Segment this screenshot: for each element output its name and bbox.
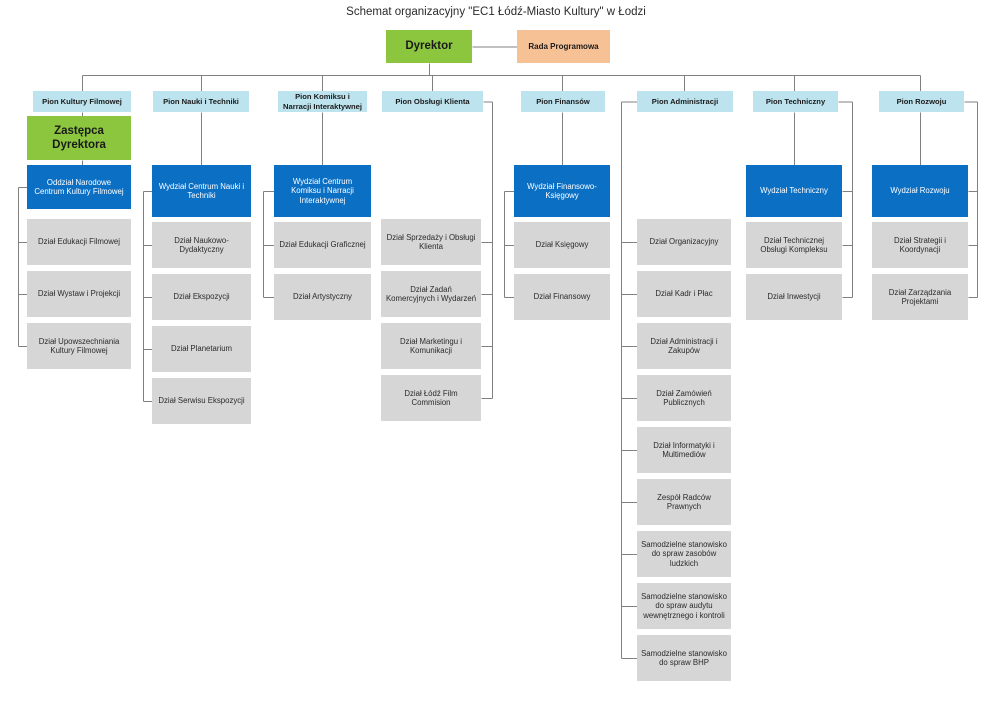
- node-dzial-administracji-3-label: Dział Zamówień Publicznych: [656, 388, 712, 408]
- node-dzial-rozwoju-0-label: Dział Strategii i Koordynacji: [894, 235, 946, 255]
- node-pion-techniczny[interactable]: Pion Techniczny: [753, 91, 838, 112]
- node-dzial-obslugi-klienta-1-label: Dział Zadań Komercyjnych i Wydarzeń: [385, 284, 477, 304]
- node-dzial-kultury-filmowej-0[interactable]: Dział Edukacji Filmowej: [27, 219, 131, 265]
- node-dzial-nauki-i-techniki-2[interactable]: Dział Planetarium: [152, 326, 251, 372]
- node-dzial-kultury-filmowej-1[interactable]: Dział Wystaw i Projekcji: [27, 271, 131, 317]
- node-pion-kultury-filmowej-label: Pion Kultury Filmowej: [42, 96, 122, 106]
- node-dzial-administracji-2[interactable]: Dział Administracji i Zakupów: [637, 323, 731, 369]
- node-dzial-komiksu-i-narracji-1-label: Dział Artystyczny: [293, 292, 352, 302]
- node-dzial-administracji-2-label: Dział Administracji i Zakupów: [650, 336, 718, 356]
- node-wydzial-finansow[interactable]: Wydział Finansowo-Księgowy: [514, 165, 610, 217]
- node-pion-administracji[interactable]: Pion Administracji: [637, 91, 733, 112]
- node-rada-programowa-label: Rada Programowa: [528, 41, 599, 51]
- node-dzial-obslugi-klienta-3-label: Dział Łódź Film Commision: [404, 388, 458, 408]
- node-dzial-administracji-4-label: Dział Informatyki i Multimediów: [653, 440, 715, 460]
- node-dzial-administracji-4[interactable]: Dział Informatyki i Multimediów: [637, 427, 731, 473]
- node-dzial-administracji-7[interactable]: Samodzielne stanowisko do spraw audytu w…: [637, 583, 731, 629]
- node-dzial-administracji-1-label: Dział Kadr i Płac: [655, 289, 713, 299]
- node-dzial-nauki-i-techniki-0[interactable]: Dział Naukowo-Dydaktyczny: [152, 222, 251, 268]
- node-dzial-finansow-1[interactable]: Dział Finansowy: [514, 274, 610, 320]
- node-wydzial-finansow-label: Wydział Finansowo-Księgowy: [527, 181, 597, 201]
- node-dzial-administracji-0-label: Dział Organizacyjny: [649, 237, 719, 247]
- node-pion-nauki-i-techniki[interactable]: Pion Nauki i Techniki: [153, 91, 249, 112]
- node-dzial-kultury-filmowej-2-label: Dział Upowszechniania Kultury Filmowej: [38, 336, 120, 356]
- node-pion-komiksu-i-narracji-label: Pion Komiksu i Narracji Interaktywnej: [283, 92, 362, 111]
- node-dzial-obslugi-klienta-1[interactable]: Dział Zadań Komercyjnych i Wydarzeń: [381, 271, 481, 317]
- node-wydzial-nauki-i-techniki-label: Wydział Centrum Nauki i Techniki: [158, 181, 245, 201]
- node-pion-techniczny-label: Pion Techniczny: [765, 96, 826, 106]
- node-wydzial-komiksu-i-narracji[interactable]: Wydział Centrum Komiksu i Narracji Inter…: [274, 165, 371, 217]
- node-pion-kultury-filmowej[interactable]: Pion Kultury Filmowej: [33, 91, 131, 112]
- node-wydzial-nauki-i-techniki[interactable]: Wydział Centrum Nauki i Techniki: [152, 165, 251, 217]
- node-wydzial-komiksu-i-narracji-label: Wydział Centrum Komiksu i Narracji Inter…: [291, 176, 354, 205]
- node-pion-finansow-label: Pion Finansów: [536, 96, 590, 106]
- node-dzial-kultury-filmowej-2[interactable]: Dział Upowszechniania Kultury Filmowej: [27, 323, 131, 369]
- node-zastepca-dyrektora-label: Zastępca Dyrektora: [52, 124, 106, 151]
- node-dzial-nauki-i-techniki-1[interactable]: Dział Ekspozycji: [152, 274, 251, 320]
- node-dzial-finansow-1-label: Dział Finansowy: [533, 292, 591, 302]
- node-wydzial-rozwoju[interactable]: Wydział Rozwoju: [872, 165, 968, 217]
- node-dzial-administracji-7-label: Samodzielne stanowisko do spraw audytu w…: [641, 591, 727, 620]
- node-dyrektor[interactable]: Dyrektor: [386, 30, 472, 63]
- node-dzial-techniczny-0[interactable]: Dział Technicznej Obsługi Kompleksu: [746, 222, 842, 268]
- node-dzial-rozwoju-1[interactable]: Dział Zarządzania Projektami: [872, 274, 968, 320]
- node-pion-finansow[interactable]: Pion Finansów: [521, 91, 605, 112]
- node-dzial-obslugi-klienta-3[interactable]: Dział Łódź Film Commision: [381, 375, 481, 421]
- node-dzial-finansow-0[interactable]: Dział Księgowy: [514, 222, 610, 268]
- node-dzial-komiksu-i-narracji-0-label: Dział Edukacji Graficznej: [279, 240, 366, 250]
- node-dyrektor-label: Dyrektor: [405, 40, 453, 53]
- node-dzial-techniczny-1[interactable]: Dział Inwestycji: [746, 274, 842, 320]
- node-wydzial-kultury-filmowej[interactable]: Oddział Narodowe Centrum Kultury Filmowe…: [27, 165, 131, 209]
- node-dzial-rozwoju-0[interactable]: Dział Strategii i Koordynacji: [872, 222, 968, 268]
- node-rada-programowa[interactable]: Rada Programowa: [517, 30, 610, 63]
- node-wydzial-techniczny[interactable]: Wydział Techniczny: [746, 165, 842, 217]
- node-dzial-obslugi-klienta-2[interactable]: Dział Marketingu i Komunikacji: [381, 323, 481, 369]
- node-pion-administracji-label: Pion Administracji: [651, 96, 719, 106]
- node-pion-komiksu-i-narracji[interactable]: Pion Komiksu i Narracji Interaktywnej: [278, 91, 367, 112]
- node-wydzial-techniczny-label: Wydział Techniczny: [760, 186, 828, 196]
- node-dzial-administracji-6[interactable]: Samodzielne stanowisko do spraw zasobów …: [637, 531, 731, 577]
- node-dzial-administracji-1[interactable]: Dział Kadr i Płac: [637, 271, 731, 317]
- node-dzial-administracji-5-label: Zespół Radców Prawnych: [657, 492, 711, 512]
- node-dzial-kultury-filmowej-1-label: Dział Wystaw i Projekcji: [37, 289, 121, 299]
- node-dzial-administracji-5[interactable]: Zespół Radców Prawnych: [637, 479, 731, 525]
- node-dzial-nauki-i-techniki-0-label: Dział Naukowo-Dydaktyczny: [174, 235, 229, 255]
- node-dzial-administracji-8[interactable]: Samodzielne stanowisko do spraw BHP: [637, 635, 731, 681]
- node-dzial-kultury-filmowej-0-label: Dział Edukacji Filmowej: [38, 237, 120, 247]
- node-pion-obslugi-klienta-label: Pion Obsługi Klienta: [395, 96, 470, 106]
- node-dzial-rozwoju-1-label: Dział Zarządzania Projektami: [888, 287, 952, 307]
- page-title: Schemat organizacyjny "EC1 Łódź-Miasto K…: [346, 6, 646, 18]
- node-dzial-administracji-8-label: Samodzielne stanowisko do spraw BHP: [641, 648, 727, 668]
- node-pion-nauki-i-techniki-label: Pion Nauki i Techniki: [163, 96, 239, 106]
- node-wydzial-kultury-filmowej-label: Oddział Narodowe Centrum Kultury Filmowe…: [34, 177, 124, 197]
- node-wydzial-rozwoju-label: Wydział Rozwoju: [890, 186, 950, 196]
- node-dzial-komiksu-i-narracji-0[interactable]: Dział Edukacji Graficznej: [274, 222, 371, 268]
- node-dzial-obslugi-klienta-0[interactable]: Dział Sprzedaży i Obsługi Klienta: [381, 219, 481, 265]
- node-dzial-techniczny-1-label: Dział Inwestycji: [767, 292, 821, 302]
- node-dzial-administracji-3[interactable]: Dział Zamówień Publicznych: [637, 375, 731, 421]
- node-dzial-techniczny-0-label: Dział Technicznej Obsługi Kompleksu: [760, 235, 828, 255]
- node-pion-rozwoju-label: Pion Rozwoju: [896, 96, 947, 106]
- node-dzial-obslugi-klienta-2-label: Dział Marketingu i Komunikacji: [400, 336, 462, 356]
- node-zastepca-dyrektora[interactable]: Zastępca Dyrektora: [27, 116, 131, 160]
- node-dzial-komiksu-i-narracji-1[interactable]: Dział Artystyczny: [274, 274, 371, 320]
- node-dzial-nauki-i-techniki-1-label: Dział Ekspozycji: [173, 292, 230, 302]
- node-dzial-nauki-i-techniki-3-label: Dział Serwisu Ekspozycji: [158, 396, 245, 406]
- node-pion-obslugi-klienta[interactable]: Pion Obsługi Klienta: [382, 91, 483, 112]
- node-dzial-administracji-6-label: Samodzielne stanowisko do spraw zasobów …: [641, 539, 727, 568]
- node-dzial-obslugi-klienta-0-label: Dział Sprzedaży i Obsługi Klienta: [386, 232, 476, 252]
- node-pion-rozwoju[interactable]: Pion Rozwoju: [879, 91, 964, 112]
- node-dzial-nauki-i-techniki-3[interactable]: Dział Serwisu Ekspozycji: [152, 378, 251, 424]
- node-dzial-finansow-0-label: Dział Księgowy: [535, 240, 589, 250]
- node-dzial-nauki-i-techniki-2-label: Dział Planetarium: [170, 344, 233, 354]
- node-dzial-administracji-0[interactable]: Dział Organizacyjny: [637, 219, 731, 265]
